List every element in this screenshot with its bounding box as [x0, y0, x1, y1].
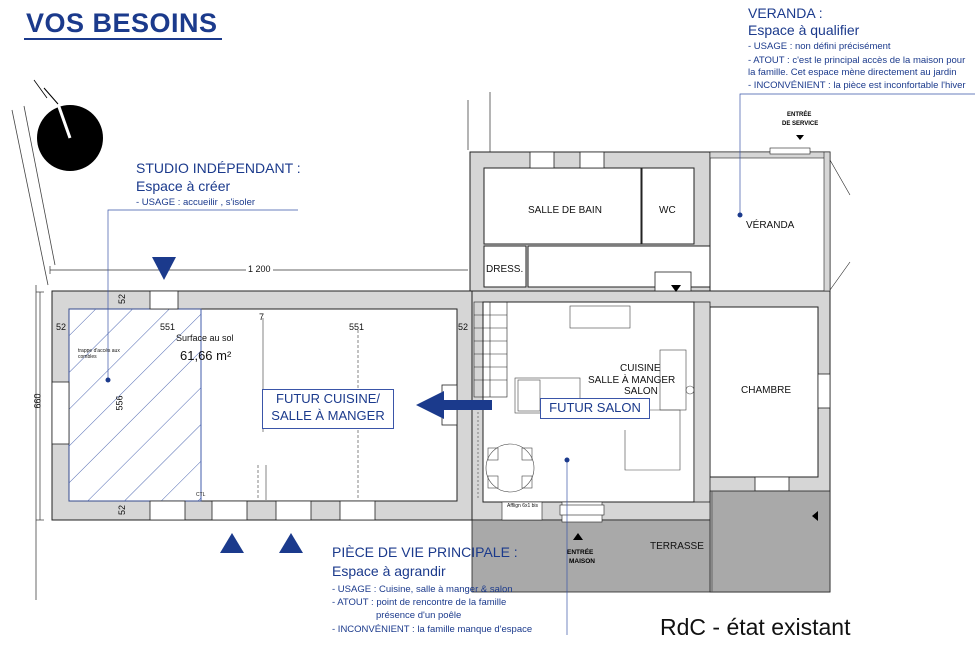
room-salle-de-bain: SALLE DE BAIN: [528, 205, 602, 216]
future-kitchen-line-1: FUTUR CUISINE/: [276, 391, 380, 406]
veranda-subheading: Espace à qualifier: [748, 22, 860, 38]
plan-caption: RdC - état existant: [660, 614, 851, 640]
veranda-structure: [709, 147, 851, 292]
room-veranda: VÉRANDA: [746, 220, 795, 231]
studio-heading: STUDIO INDÉPENDANT :: [136, 160, 301, 176]
living-room-furniture: [477, 305, 695, 500]
dim-wall-bottom: 52: [117, 504, 128, 516]
room-terrasse: TERRASSE: [650, 541, 704, 552]
room-salon: SALON: [624, 386, 658, 397]
veranda-line-3: la famille. Cet espace mène directement …: [748, 67, 957, 78]
main-room-line-1: - USAGE : Cuisine, salle à manger & salo…: [332, 584, 513, 595]
main-room-subheading: Espace à agrandir: [332, 563, 446, 579]
studio-line-1: - USAGE : accueilir , s'isoler: [136, 197, 256, 208]
dim-total-length: 1 200: [246, 264, 273, 274]
entry-service-label-1: ENTRÉE: [787, 112, 812, 118]
room-dress: DRESS.: [486, 264, 524, 275]
dim-bay-right: 551: [349, 322, 365, 332]
entry-house-label-1: ENTRÉE: [567, 549, 594, 556]
surface-value: 61,66 m²: [180, 348, 232, 363]
main-room-line-2: - ATOUT : point de rencontre de la famil…: [332, 597, 507, 608]
veranda-line-1: - USAGE : non défini précisément: [748, 41, 891, 52]
annotation-leaders: [107, 93, 975, 635]
future-kitchen-line-2: SALLE À MANGER: [271, 408, 385, 423]
veranda-heading: VERANDA :: [748, 5, 823, 21]
extension-arrow-icon: [416, 391, 492, 419]
main-room-heading: PIÈCE DE VIE PRINCIPALE :: [332, 544, 518, 560]
main-room-line-3: présence d'un poêle: [376, 610, 462, 621]
dim-inner-height: 556: [114, 395, 125, 411]
site-boundary-lines: [11, 92, 491, 600]
veranda-line-2: - ATOUT : c'est le principal accès de la…: [748, 55, 966, 66]
annotation-dots: [105, 212, 743, 463]
attic-hatch-label: trappe d'accès aux combles: [78, 348, 120, 360]
future-salon-label: FUTUR SALON: [540, 398, 650, 419]
entry-house-label-2: MAISON: [569, 558, 595, 565]
dim-height: 660: [32, 393, 43, 409]
dim-wall-right: 52: [458, 322, 469, 332]
view-marker-icons: [152, 257, 303, 553]
room-cuisine: CUISINE: [620, 363, 661, 374]
staircase: [473, 301, 508, 398]
left-building-windows: [51, 290, 458, 521]
entry-service-label-2: DE SERVICE: [782, 121, 819, 127]
veranda-line-4: - INCONVÉNIENT : la pièce est inconforta…: [748, 80, 966, 91]
studio-hatched-area: [68, 308, 202, 502]
dim-ctl: CTL: [196, 492, 206, 498]
page-title: VOS BESOINS: [26, 8, 218, 38]
entry-arrows-icon: [573, 135, 818, 540]
dim-partition: 7: [259, 312, 265, 322]
dim-wall-left: 52: [56, 322, 67, 332]
main-room-line-4: - INCONVÉNIENT : la famille manque d'esp…: [332, 624, 533, 635]
dim-wall-top: 52: [117, 293, 128, 305]
dim-bay-left: 551: [160, 322, 176, 332]
future-kitchen-label: FUTUR CUISINE/ SALLE À MANGER: [262, 389, 394, 429]
terrace: [471, 490, 831, 593]
room-chambre: CHAMBRE: [741, 385, 792, 396]
window-note: Afflign 6x1 bis: [507, 503, 539, 509]
room-wc: WC: [659, 205, 676, 216]
rear-building-walls: [469, 151, 711, 292]
north-compass-icon: [33, 79, 103, 171]
surface-label: Surface au sol: [176, 333, 234, 343]
room-salle-a-manger: SALLE À MANGER: [588, 375, 676, 386]
bedroom-windows: [754, 373, 831, 492]
studio-subheading: Espace à créer: [136, 178, 231, 194]
title-underline: [24, 38, 222, 40]
